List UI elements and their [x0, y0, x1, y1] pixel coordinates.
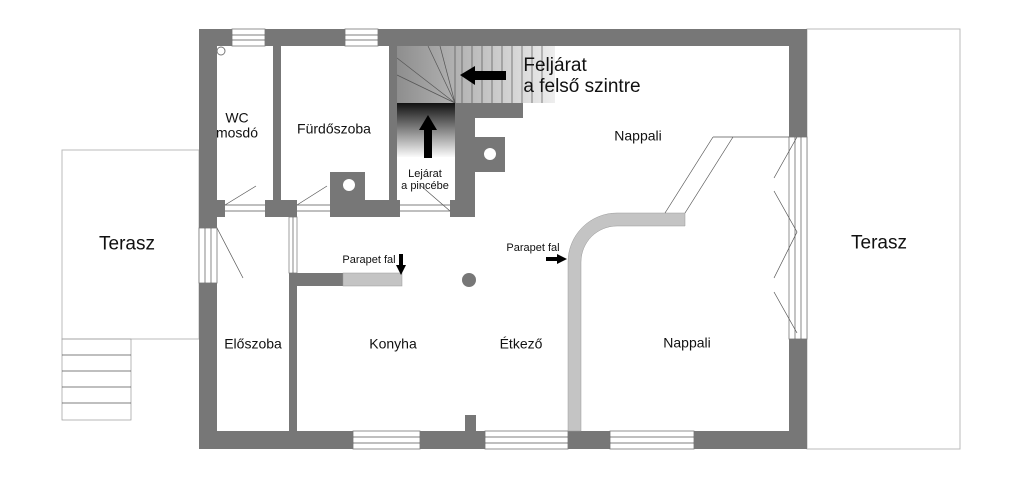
wc-label-line2: mosdó: [215, 125, 259, 141]
room-label-terrace-right: Terasz: [851, 232, 907, 254]
living-step-lines: [664, 136, 789, 214]
chimney-bathroom-icon: [343, 179, 355, 191]
parapet-wall-curved: [567, 212, 686, 432]
windows: [198, 28, 808, 450]
parapet-wall-kitchen: [342, 272, 403, 287]
stairs-up-line1: Feljárat: [523, 55, 587, 77]
arrow-up-stairs-icon: [460, 66, 506, 85]
room-label-living-bottom: Nappali: [663, 334, 711, 351]
stairs-up-line2: a felső szintre: [523, 76, 641, 97]
interior-doors: [224, 184, 451, 274]
parapet-label-right: Parapet fal: [506, 241, 560, 254]
arrow-parapet-left-icon: [396, 254, 406, 275]
terrace-right: [806, 28, 961, 450]
stairs-down-line1: Lejárat: [408, 167, 442, 180]
room-label-terrace-left: Terasz: [99, 233, 155, 255]
parapet-label-left: Parapet fal: [342, 253, 396, 266]
terrace-left: [61, 149, 200, 340]
wc-shaft-icon: [216, 46, 226, 56]
room-label-dining: Étkező: [499, 335, 543, 352]
terrace-steps: [61, 338, 132, 421]
column-icon: [462, 273, 476, 287]
room-label-kitchen: Konyha: [369, 335, 417, 352]
interior-walls: [199, 46, 523, 431]
room-label-hall: Előszoba: [224, 335, 282, 352]
room-label-bathroom: Fürdőszoba: [297, 120, 371, 137]
stairs-down-line2: a pincébe: [401, 180, 449, 192]
arrow-down-stairs-icon: [419, 115, 437, 158]
arrow-parapet-right-icon: [546, 254, 567, 264]
room-label-living-top: Nappali: [614, 127, 662, 144]
chimney-living-icon: [484, 148, 496, 160]
wc-label-line1: WC: [225, 109, 249, 126]
